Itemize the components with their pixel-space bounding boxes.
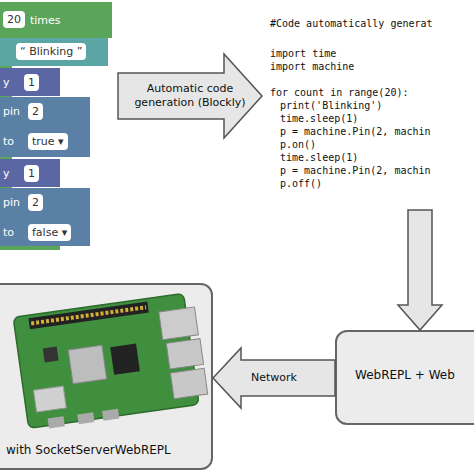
code-box: #Code automatically generat import timeim… bbox=[262, 10, 474, 210]
block-text: y bbox=[3, 74, 10, 91]
code-line: print('Blinking') bbox=[280, 100, 382, 112]
code-line: p.on() bbox=[280, 139, 316, 151]
box-title: with SocketServerWebREPL bbox=[6, 443, 171, 458]
code-line: p = machine.Pin(2, machin bbox=[280, 126, 431, 138]
number-input: 20 bbox=[3, 11, 25, 28]
sleep-block bbox=[0, 159, 60, 187]
code-line: import time bbox=[270, 48, 336, 60]
pin-block bbox=[0, 188, 90, 246]
pin-block bbox=[0, 97, 90, 157]
block-text: pin bbox=[3, 103, 20, 120]
ram-chip bbox=[110, 344, 140, 375]
block-arrow bbox=[118, 54, 262, 138]
code-line: for count in range(20): bbox=[270, 87, 408, 99]
small-chip bbox=[43, 347, 59, 363]
process-box: WebREPL + Web bbox=[335, 330, 474, 425]
print-block bbox=[0, 38, 108, 66]
number-input: 2 bbox=[28, 103, 43, 120]
string-input: “ Blinking ” bbox=[16, 43, 86, 60]
arrow-label: Automatic code generation (Blockly) bbox=[124, 82, 256, 110]
dropdown-input: true ▾ bbox=[28, 133, 68, 150]
number-input: 1 bbox=[24, 165, 39, 182]
block-text: to bbox=[3, 133, 14, 150]
gpio-header bbox=[28, 302, 148, 330]
code-line: time.sleep(1) bbox=[280, 113, 358, 125]
block-text: times bbox=[30, 12, 61, 29]
gpio-pins bbox=[31, 307, 146, 323]
arrow-label: Network bbox=[239, 371, 309, 385]
block-arrow bbox=[398, 210, 442, 330]
box-title: WebREPL + Web bbox=[355, 368, 455, 383]
power-port bbox=[48, 416, 65, 428]
usb-port bbox=[166, 339, 203, 369]
ethernet-port bbox=[159, 307, 199, 340]
block-text: pin bbox=[3, 194, 20, 211]
pcb bbox=[13, 293, 199, 428]
wifi-shield bbox=[34, 386, 67, 412]
hdmi-port bbox=[102, 409, 119, 421]
code-line: p.off() bbox=[280, 178, 322, 190]
sleep-block bbox=[0, 68, 60, 96]
code-line: p = machine.Pin(2, machin bbox=[280, 165, 431, 177]
block-text: y bbox=[3, 165, 10, 182]
dropdown-input: false ▾ bbox=[28, 224, 71, 241]
repeat-block bbox=[0, 2, 112, 250]
hdmi-port bbox=[77, 412, 94, 424]
device-box: with SocketServerWebREPL bbox=[0, 283, 213, 470]
usb-port bbox=[170, 368, 207, 398]
code-comment: #Code automatically generat bbox=[270, 18, 433, 30]
block-text: to bbox=[3, 224, 14, 241]
raspberry-pi-board bbox=[13, 292, 209, 431]
number-input: 1 bbox=[24, 74, 39, 91]
code-line: import machine bbox=[270, 61, 354, 73]
blockly-program: 20times“ Blinking ”y1pin2totrue ▾y1pin2t… bbox=[0, 0, 118, 245]
soc-chip bbox=[68, 345, 106, 383]
block-arrow bbox=[213, 348, 335, 408]
code-line: time.sleep(1) bbox=[280, 152, 358, 164]
number-input: 2 bbox=[28, 194, 43, 211]
